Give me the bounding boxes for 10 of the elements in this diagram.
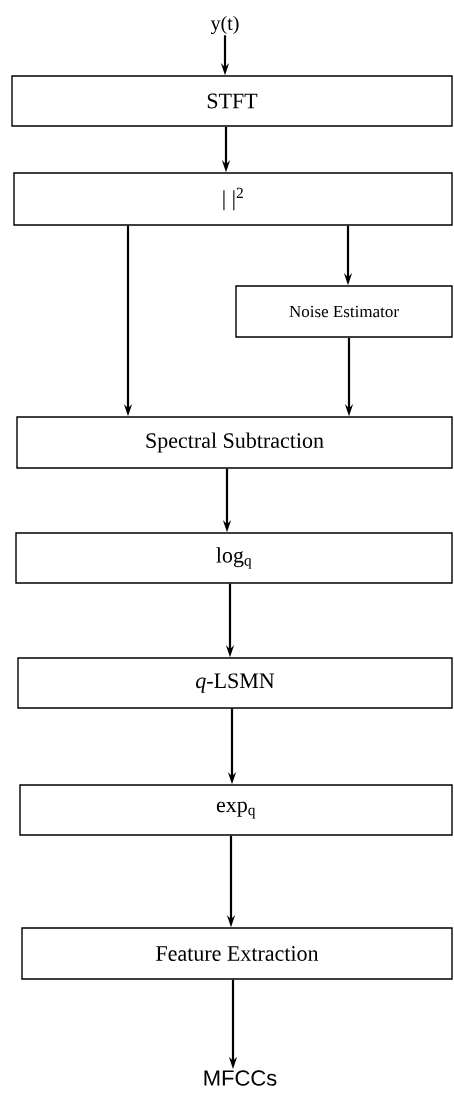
process-box: q-LSMN: [17, 657, 453, 709]
input-label: y(t): [210, 15, 239, 35]
process-box: | |$^{2}$: [13, 172, 453, 226]
process-box: STFT: [11, 75, 453, 127]
process-box: exp$_{q}$: [19, 784, 453, 836]
process-box: Feature Extraction: [21, 927, 453, 980]
process-box: Noise Estimator: [235, 285, 453, 338]
process-box: Spectral Subtraction: [16, 416, 453, 469]
process-box: log$_{q}$: [15, 532, 453, 584]
output-label: MFCCs: [204, 1070, 277, 1086]
